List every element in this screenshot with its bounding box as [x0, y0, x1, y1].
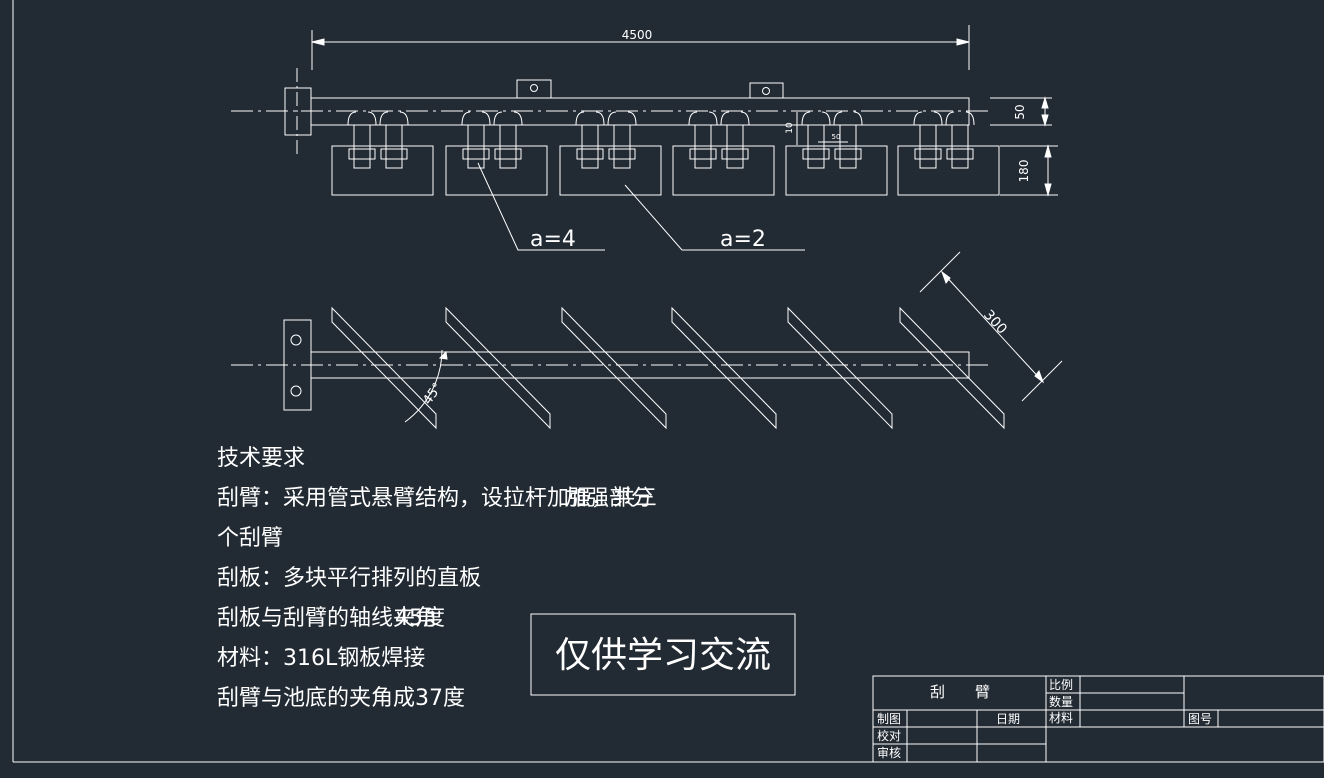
note-line-2: 个刮臂: [217, 526, 283, 551]
dim-arm-height: 50: [1013, 104, 1027, 119]
clamp-stem: [807, 124, 825, 169]
notes-title: 技术要求: [217, 446, 305, 471]
tb-scale-label: 比例: [1049, 678, 1073, 692]
dim-offset: 10: [785, 122, 795, 134]
note-line-4: 刮板与刮臂的轴线夹角: [217, 606, 437, 631]
plan-blade-2: [445, 306, 551, 430]
blade-block-4: [672, 145, 775, 196]
clamp-stem: [499, 124, 517, 169]
plan-hole-bottom: [290, 385, 302, 397]
note-overlap-2: 45度: [395, 606, 445, 631]
clamp-nut: [380, 148, 408, 160]
clamp-stem: [694, 124, 712, 169]
clamp-stem: [385, 124, 403, 169]
blade-block-1: [331, 145, 434, 196]
plan-blades: [331, 306, 1005, 430]
tb-approved-label: 审核: [877, 745, 901, 760]
clamp-stem: [919, 124, 937, 169]
plan-blade-5: [787, 306, 893, 430]
callout-a2: a=2: [720, 227, 766, 252]
clamp-stem: [951, 124, 969, 169]
clamp-stem: [613, 124, 631, 169]
clamp-saddle: [913, 111, 943, 126]
technical-notes: 技术要求 刮臂：采用管式悬臂结构，设拉杆加强，共三 加强部分 个刮臂 刮板：多块…: [217, 446, 657, 711]
tb-quantity-label: 数量: [1049, 694, 1073, 709]
dim-blade-width: 300: [980, 307, 1010, 338]
clamp-nut: [689, 148, 717, 160]
plan-blade-1: [331, 306, 437, 430]
clamp-stem: [726, 124, 744, 169]
plan-blade-6: [899, 306, 1005, 430]
clamp-saddle: [347, 111, 377, 126]
clamp-saddle: [833, 111, 863, 126]
angle-arc: [404, 349, 443, 423]
dimension-4500: [311, 25, 970, 70]
plan-hole-top: [290, 334, 302, 346]
blade-block-3: [559, 145, 662, 196]
dim-small: 50: [832, 133, 841, 141]
clamp-nut: [802, 148, 830, 160]
title-block: [872, 675, 1324, 763]
clamp-nut: [946, 148, 974, 160]
dim-blade-height: 180: [1017, 160, 1031, 183]
tb-date-label: 日期: [996, 712, 1020, 726]
note-overlap-1: 加强部分: [565, 486, 653, 511]
tb-part-name: 刮 臂: [930, 683, 990, 701]
watermark-box: [530, 613, 796, 696]
front-view: 4500: [231, 25, 1058, 197]
lug-2-hole: [762, 87, 770, 95]
lug-1: [516, 79, 552, 99]
callout-a4: a=4: [530, 227, 576, 252]
clamp-saddle: [493, 111, 523, 126]
note-line-1: 刮臂：采用管式悬臂结构，设拉杆加强，共三: [217, 486, 657, 511]
tb-material-label: 材料: [1049, 711, 1073, 725]
clamp-saddle: [801, 111, 831, 126]
clamp-nut: [914, 148, 942, 160]
lug-2: [749, 82, 784, 99]
clamp-saddle: [607, 111, 637, 126]
clamp-saddle: [379, 111, 409, 126]
watermark-text: 仅供学习交流: [555, 635, 771, 676]
clamp-stem: [353, 124, 371, 169]
clamp-nut: [834, 148, 862, 160]
clamp-saddle: [688, 111, 718, 126]
blade-block-5: [785, 145, 888, 196]
note-line-6: 刮臂与池底的夹角成37度: [217, 686, 465, 711]
plan-blade-3: [561, 306, 667, 430]
blade-block-6: [897, 145, 1000, 196]
dim-total-length: 4500: [622, 28, 653, 42]
plan-view: [231, 251, 1063, 430]
clamp-saddle: [461, 111, 491, 126]
note-line-3: 刮板：多块平行排列的直板: [217, 566, 481, 591]
clamp-saddle: [945, 111, 975, 126]
tb-drawn-label: 制图: [877, 712, 901, 726]
tb-checked-label: 校对: [877, 728, 901, 743]
clamp-group: [331, 111, 1000, 196]
clamp-saddle: [720, 111, 750, 126]
lug-1-hole: [530, 84, 538, 92]
clamp-nut: [494, 148, 522, 160]
clamp-nut: [348, 148, 376, 160]
clamp-stem: [581, 124, 599, 169]
clamp-stem: [839, 124, 857, 169]
tb-drawing-no-label: 图号: [1188, 712, 1212, 726]
clamp-nut: [721, 148, 749, 160]
note-line-5: 材料：316L钢板焊接: [217, 646, 425, 671]
clamp-nut: [462, 148, 490, 160]
clamp-nut: [608, 148, 636, 160]
clamp-saddle: [575, 111, 605, 126]
clamp-nut: [576, 148, 604, 160]
blade-block-2: [445, 145, 548, 196]
clamp-stem: [467, 124, 485, 169]
leaders: [477, 162, 805, 251]
plan-blade-4: [671, 306, 777, 430]
